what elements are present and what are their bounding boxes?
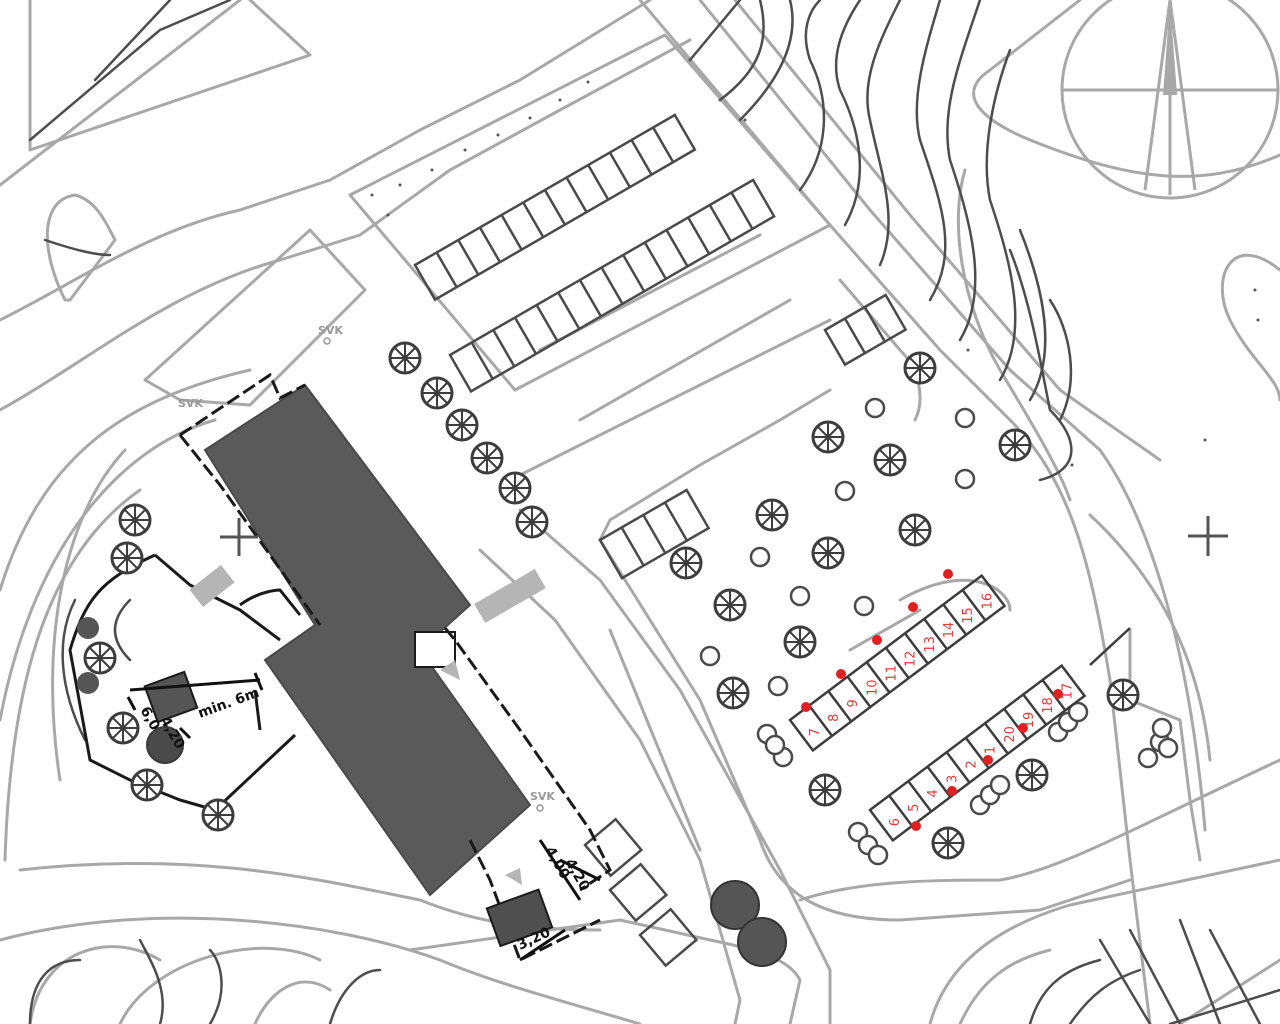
tree-icon [445, 408, 479, 442]
lot-marker-icon [801, 569, 953, 712]
lot-number: 4 [926, 789, 941, 797]
svk-label: SVK [178, 397, 203, 410]
tree-icon [1015, 758, 1049, 792]
lot-number: 2 [964, 760, 979, 768]
tree-icon [811, 536, 845, 570]
west-garden-plot [68, 553, 302, 812]
tree-icon [755, 498, 789, 532]
lot-number: 13 [923, 636, 938, 653]
lot-number: 12 [904, 651, 919, 668]
tree-icon [130, 768, 164, 802]
tree-icon [201, 798, 235, 832]
tree-icon [106, 711, 140, 745]
lot-row-south: 6 5 4 3 2 1 20 19 18 17 [868, 627, 1131, 843]
lot-number: 15 [961, 607, 976, 624]
crosshair-icon [1188, 516, 1228, 556]
tree-icon [713, 588, 747, 622]
svk-label: SVK [530, 790, 555, 803]
lot-number: 1 [984, 746, 999, 754]
property-boundary [178, 372, 612, 963]
tree-icon [808, 773, 842, 807]
lot-marker-icon [911, 689, 1063, 831]
tree-icon [110, 541, 144, 575]
tree-icon [1106, 678, 1140, 712]
tree-icon [811, 420, 845, 454]
tree-icon [898, 513, 932, 547]
tree-icon [118, 503, 152, 537]
lot-number: 16 [980, 593, 995, 610]
tree-icon [470, 441, 504, 475]
lot-number: 9 [846, 699, 861, 707]
lot-number: 10 [865, 679, 880, 696]
dimension-west-min: min. 6m [196, 685, 261, 722]
lot-number: 8 [827, 714, 842, 722]
dot-markers [370, 58, 1260, 467]
contour-lines [28, 0, 1280, 1024]
lot-number: 20 [1003, 726, 1018, 743]
tree-icon [783, 625, 817, 659]
crosshair-icon [220, 518, 258, 556]
parking-stalls [413, 113, 908, 968]
north-arrow-icon [1060, 0, 1280, 200]
tree-icon [873, 443, 907, 477]
south-outbuilding [485, 839, 601, 962]
tree-icon [931, 826, 965, 860]
svk-label: SVK [318, 324, 343, 337]
lot-number: 17 [1060, 683, 1075, 700]
trees [83, 341, 1140, 967]
utility-labels: SVK SVK SVK [178, 324, 555, 812]
entrance-markers [189, 565, 546, 885]
shrubs [699, 397, 1179, 866]
tree-icon [903, 351, 937, 385]
tree-icon [669, 546, 703, 580]
tree-icon [737, 917, 787, 967]
main-building [203, 383, 532, 897]
lot-number: 14 [942, 622, 957, 639]
tree-icon [998, 428, 1032, 462]
lot-number: 5 [907, 804, 922, 812]
tree-icon [498, 471, 532, 505]
tree-icon [710, 880, 760, 930]
lot-number: 3 [945, 775, 960, 783]
tree-icon [515, 505, 549, 539]
lot-number: 11 [884, 665, 899, 682]
tree-icon [716, 676, 750, 710]
lot-number: 7 [808, 728, 823, 736]
tree-icon [388, 341, 422, 375]
lot-row-north: 7 8 9 10 11 12 13 14 15 16 [788, 569, 1007, 753]
lot-number: 6 [888, 818, 903, 826]
tree-icon [420, 376, 454, 410]
lot-number: 18 [1041, 697, 1056, 714]
tree-icon [83, 641, 117, 675]
